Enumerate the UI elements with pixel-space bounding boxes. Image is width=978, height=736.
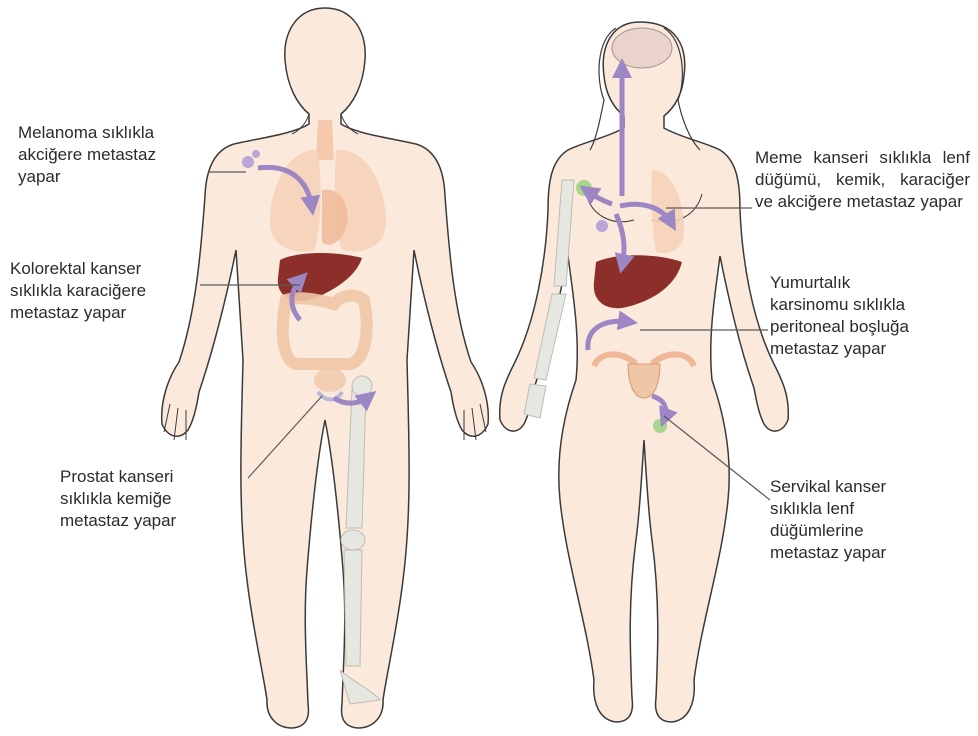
prostate-label: Prostat kanseri sıklıkla kemiğe metastaz… [60, 466, 250, 532]
femur-head [352, 376, 372, 396]
female-figure [500, 22, 789, 722]
ovarian-label: Yumurtalık karsinomu sıklıkla peritoneal… [770, 272, 970, 360]
knee-cap [341, 530, 365, 550]
male-trachea [316, 120, 334, 160]
melanoma-label: Melanoma sıklıkla akciğere metastaz yapa… [18, 122, 208, 188]
male-figure [162, 8, 489, 728]
colorectal-label: Kolorektal kanser sıklıkla karaciğere me… [10, 258, 200, 324]
melanoma-spot [242, 156, 254, 168]
breast-label: Meme kanseri sıklıkla lenf düğümü, kemik… [755, 147, 970, 213]
tibia [344, 550, 362, 666]
melanoma-spot-2 [252, 150, 260, 158]
breast-tumor [596, 220, 608, 232]
male-bladder [314, 368, 346, 392]
cervical-label: Servikal kanser sıklıkla lenf düğümlerin… [770, 476, 970, 564]
female-lymph-node-lower [653, 419, 667, 433]
female-brain [612, 28, 672, 68]
